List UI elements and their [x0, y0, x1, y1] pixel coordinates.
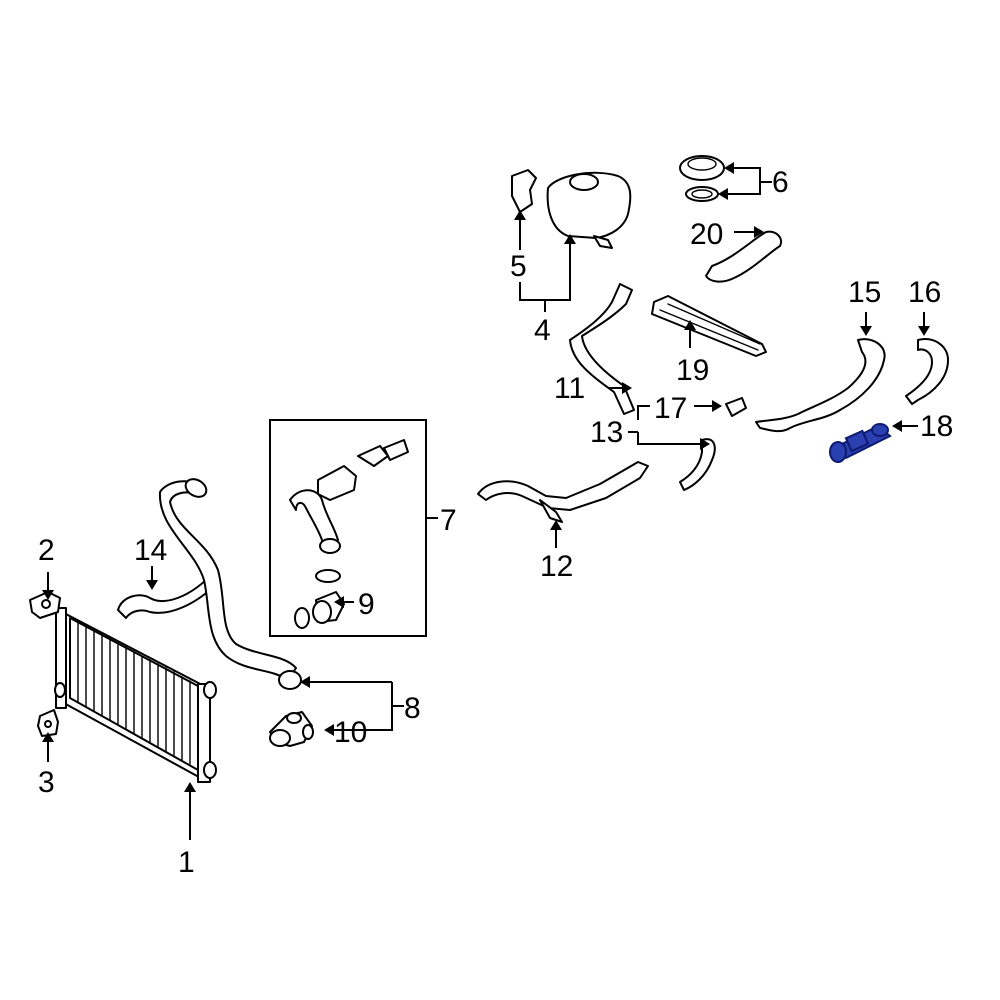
part-reservoir-bracket[interactable]	[511, 169, 537, 213]
part-kit-elbow-9[interactable]	[294, 591, 345, 629]
part-reservoir[interactable]	[546, 171, 632, 249]
callout-5: 5	[510, 250, 527, 283]
part-kit-thermostat[interactable]	[317, 439, 409, 501]
callout-8: 8	[404, 692, 421, 725]
part-hose-16[interactable]	[905, 338, 949, 405]
callout-11: 11	[554, 372, 585, 405]
callout-12: 12	[540, 550, 573, 583]
leader-lines	[42, 162, 930, 840]
kit-box-7	[269, 419, 427, 637]
callout-20: 20	[690, 218, 723, 251]
part-pipe-assembly-12[interactable]	[477, 461, 649, 523]
part-pipe-18-highlighted[interactable]	[829, 423, 892, 463]
part-fitting-17[interactable]	[725, 397, 747, 417]
part-kit-clamp[interactable]	[315, 569, 341, 583]
callout-7: 7	[440, 504, 457, 537]
callout-16: 16	[908, 276, 941, 309]
part-kit-hose[interactable]	[289, 489, 341, 554]
callout-15: 15	[848, 276, 881, 309]
part-hose-13[interactable]	[679, 438, 716, 491]
callout-9: 9	[358, 588, 375, 621]
callout-13: 13	[590, 416, 623, 449]
callout-18: 18	[920, 410, 953, 443]
part-hose-11[interactable]	[569, 283, 635, 415]
part-connector-10[interactable]	[269, 711, 314, 747]
callout-1: 1	[178, 846, 195, 879]
callout-labels: 1 2 3 4 5 6 7 8 9 10 11 12 13 14 15 16 1…	[38, 166, 953, 879]
part-hose-20[interactable]	[705, 230, 782, 283]
part-cap-seal[interactable]	[685, 186, 719, 202]
callout-3: 3	[38, 766, 55, 799]
part-pipe-assembly-19[interactable]	[651, 295, 767, 357]
part-upper-bracket[interactable]	[29, 591, 61, 619]
part-radiator[interactable]	[54, 607, 217, 783]
callout-2: 2	[38, 534, 55, 567]
callout-6: 6	[772, 166, 789, 199]
part-upper-radiator-hose[interactable]	[158, 476, 302, 690]
part-pipe-15[interactable]	[755, 338, 886, 433]
callout-10: 10	[334, 716, 367, 749]
callout-17: 17	[654, 392, 687, 425]
callout-14: 14	[134, 534, 167, 567]
callout-4: 4	[534, 314, 551, 347]
callout-19: 19	[676, 354, 709, 387]
part-lower-bracket[interactable]	[37, 709, 59, 737]
part-reservoir-cap[interactable]	[679, 155, 725, 181]
